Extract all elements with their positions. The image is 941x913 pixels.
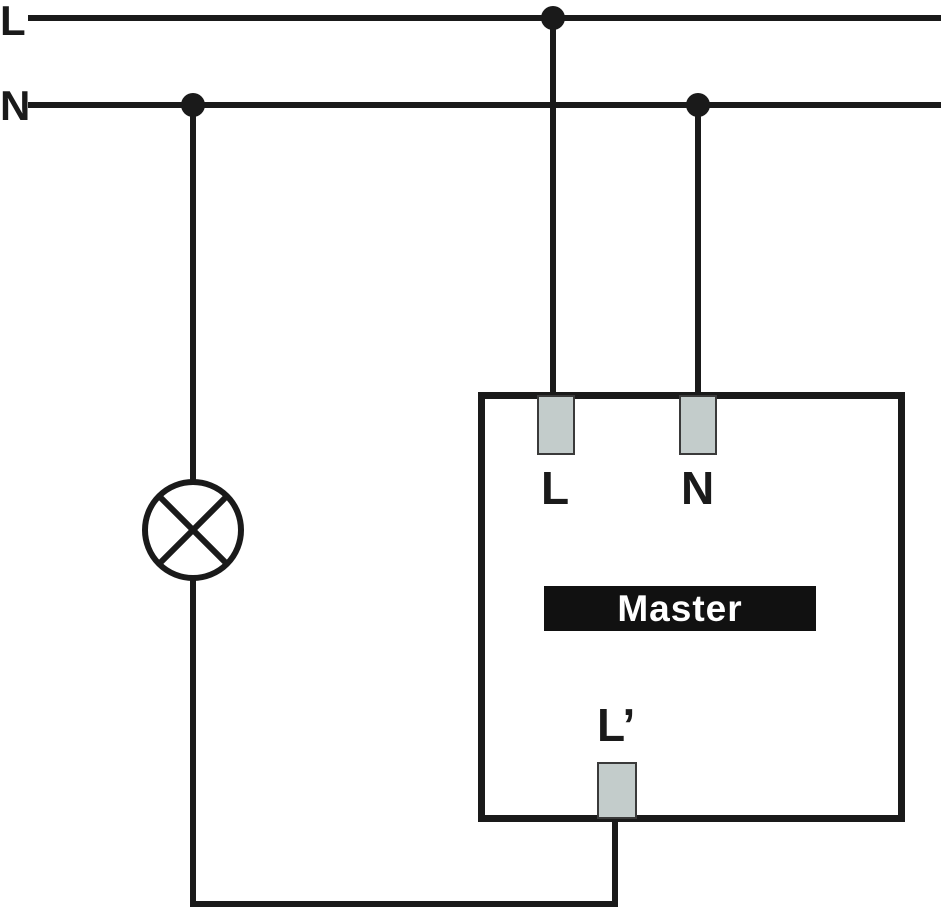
wire-neutral-to-terminal-n	[695, 105, 701, 400]
wire-live-to-terminal-l	[550, 18, 556, 400]
terminal-l-label: L	[541, 462, 570, 514]
terminal-l-prime-label: L’	[597, 699, 636, 751]
terminal-n	[679, 395, 717, 455]
wire-bottom-return	[190, 901, 618, 907]
wire-return-to-terminal-lprime	[612, 818, 618, 907]
terminal-l-prime	[597, 762, 637, 819]
wire-neutral-to-lamp	[190, 105, 196, 485]
terminal-n-label: N	[681, 462, 715, 514]
terminal-l	[537, 395, 575, 455]
wire-lamp-to-bottom	[190, 577, 196, 907]
device-name-badge: Master	[544, 586, 816, 631]
neutral-bus-label: N	[0, 82, 31, 129]
lamp-icon	[142, 479, 244, 581]
live-bus-wire	[28, 15, 941, 21]
neutral-bus-wire	[28, 102, 941, 108]
live-bus-label: L	[0, 0, 26, 44]
